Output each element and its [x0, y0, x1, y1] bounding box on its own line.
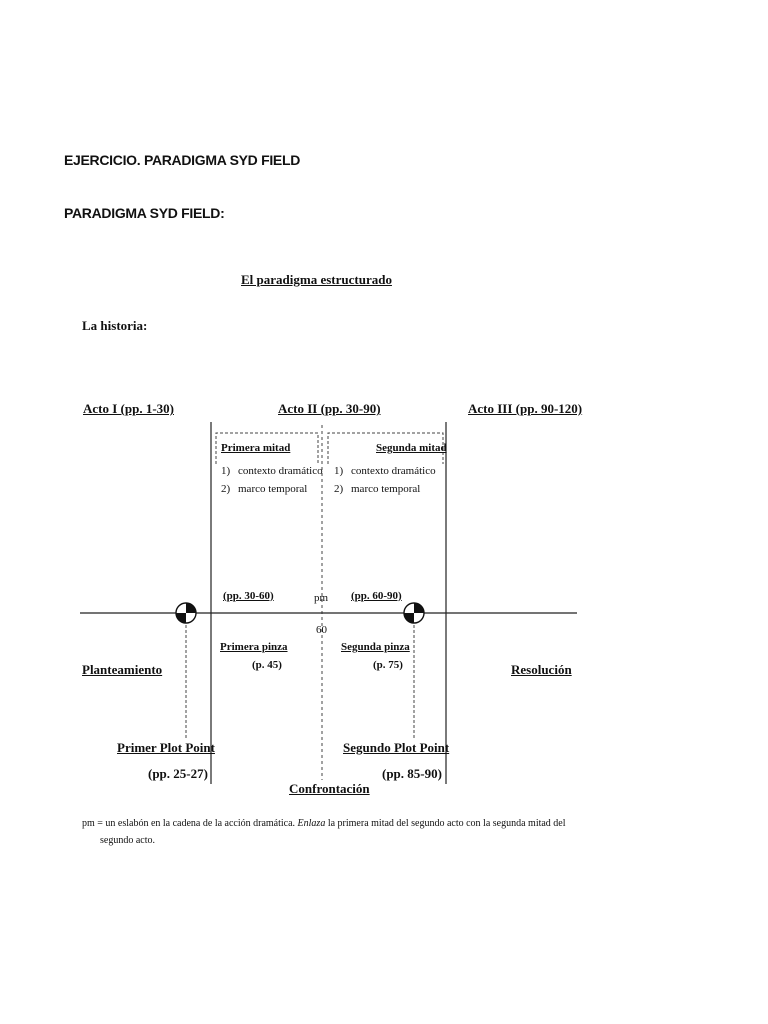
second-half-item-1: contexto dramático	[351, 465, 436, 477]
second-half-item-2-num: 2)	[334, 483, 344, 495]
second-half-box	[327, 432, 444, 464]
second-pinch-label: Segunda pinza	[341, 641, 410, 653]
story-label: La historia:	[82, 318, 148, 333]
first-plot-point-marker	[175, 602, 197, 624]
diagram-heading: El paradigma estructurado	[241, 272, 392, 287]
page-subtitle: PARADIGMA SYD FIELD:	[64, 205, 225, 221]
second-plot-point-marker	[403, 602, 425, 624]
act-two-label: Acto II (pp. 30-90)	[278, 401, 381, 416]
footnote-line-2: segundo acto.	[100, 835, 155, 846]
setup-label: Planteamiento	[82, 662, 163, 677]
second-pinch-page: (p. 75)	[373, 659, 403, 671]
first-half-pages: (pp. 30-60)	[223, 590, 274, 602]
footnote-emphasis: Enlaza	[297, 818, 326, 829]
footnote-line-1: pm = un eslabón en la cadena de la acció…	[82, 818, 566, 829]
midpoint-label: pm	[314, 592, 329, 604]
first-half-title: Primera mitad	[221, 442, 291, 454]
first-plot-point-label: Primer Plot Point	[117, 740, 215, 755]
footnote-text-start: pm = un eslabón en la cadena de la acció…	[82, 818, 298, 829]
act-one-label: Acto I (pp. 1-30)	[83, 401, 174, 416]
footnote-text-end: la primera mitad del segundo acto con la…	[325, 818, 566, 829]
second-half-title: Segunda mitad	[376, 442, 447, 454]
first-half-item-2-num: 2)	[221, 483, 231, 495]
first-pinch-page: (p. 45)	[252, 659, 282, 671]
first-half-box	[215, 432, 319, 464]
first-plot-point-pages: (pp. 25-27)	[148, 766, 208, 781]
confrontation-label: Confrontación	[289, 781, 370, 796]
act-three-label: Acto III (pp. 90-120)	[468, 401, 583, 416]
second-half-item-2: marco temporal	[351, 483, 421, 495]
first-half-item-1-num: 1)	[221, 465, 231, 477]
resolution-label: Resolución	[511, 662, 572, 677]
second-plot-point-pages: (pp. 85-90)	[382, 766, 442, 781]
page-title: EJERCICIO. PARADIGMA SYD FIELD	[64, 152, 301, 168]
first-half-item-1: contexto dramático	[238, 465, 323, 477]
first-half-item-2: marco temporal	[238, 483, 308, 495]
second-plot-point-label: Segundo Plot Point	[343, 740, 450, 755]
second-half-pages: (pp. 60-90)	[351, 590, 402, 602]
second-half-item-1-num: 1)	[334, 465, 344, 477]
midpoint-page: 60	[316, 624, 327, 636]
first-pinch-label: Primera pinza	[220, 641, 288, 653]
